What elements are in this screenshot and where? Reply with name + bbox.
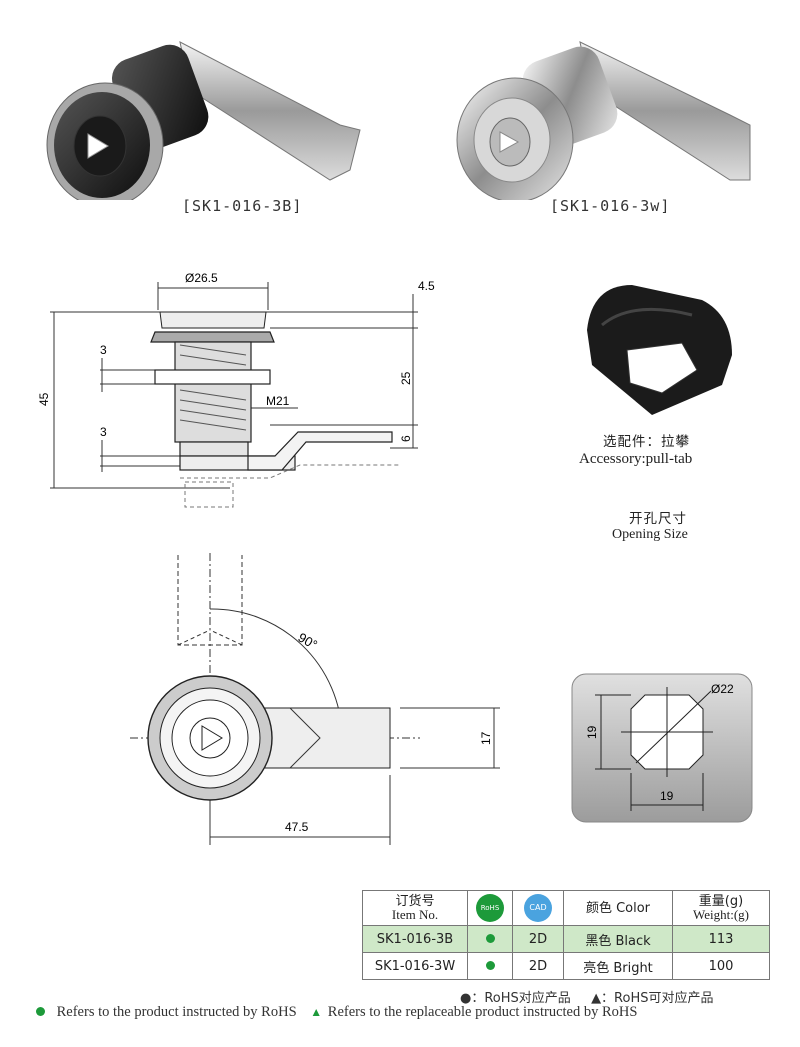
opening-width: 19	[660, 789, 674, 803]
dim-3-bottom: 3	[100, 425, 107, 439]
dim-3-top: 3	[100, 343, 107, 357]
header-weight-en: Weight:(g)	[693, 907, 749, 922]
row-cad: 2D	[512, 952, 564, 980]
footnote-en: Refers to the product instructed by RoHS…	[36, 1004, 637, 1021]
accessory-label-cn: 选配件：拉攀	[603, 434, 690, 450]
dim-4-5: 4.5	[418, 279, 435, 293]
row-item: SK1-016-3W	[362, 952, 468, 980]
opening-size-label-cn: 开孔尺寸	[629, 511, 687, 527]
opening-size-drawing: Ø22 19 19	[571, 673, 753, 823]
rohs-dot-icon	[485, 960, 495, 970]
dim-17: 17	[479, 731, 493, 745]
row-cad: 2D	[512, 925, 564, 953]
row-item: SK1-016-3B	[362, 925, 468, 953]
dim-6: 6	[399, 435, 413, 442]
dim-90-degrees: 90°	[296, 630, 321, 653]
footnote-en-tri: Refers to the replaceable product instru…	[327, 1004, 638, 1020]
table-header-row: 订货号 Item No. RoHS CAD 颜色 Color 重量(g) Wei…	[362, 890, 770, 926]
row-weight: 100	[672, 952, 770, 980]
opening-height: 19	[585, 725, 599, 739]
top-view-drawing: 90° 17 47.5	[130, 553, 500, 845]
product-photo-bright	[456, 41, 751, 200]
dim-m21: M21	[266, 394, 290, 408]
triangle-icon: ▲	[310, 1005, 323, 1019]
header-rohs: RoHS	[467, 890, 513, 926]
product-caption-black: [SK1-016-3B]	[182, 197, 303, 215]
product-photo-black	[46, 41, 361, 200]
header-weight: 重量(g) Weight:(g)	[672, 890, 770, 926]
product-caption-bright: [SK1-016-3w]	[550, 197, 671, 215]
footnote-cn-dot: ●：RoHS对应产品	[460, 991, 571, 1006]
row-weight: 113	[672, 925, 770, 953]
footnote-en-dot: Refers to the product instructed by RoHS	[56, 1004, 297, 1020]
opening-diameter: Ø22	[711, 682, 734, 696]
rohs-dot-icon	[485, 933, 495, 943]
side-view-drawing: Ø26.5 4.5 3 25 45 M21 3 6	[37, 271, 435, 508]
header-color: 颜色 Color	[563, 890, 673, 926]
header-item-en: Item No.	[391, 907, 439, 922]
dim-d26-5: Ø26.5	[185, 271, 218, 285]
row-rohs	[467, 925, 513, 953]
header-cad: CAD	[512, 890, 564, 926]
header-item-no: 订货号 Item No.	[362, 890, 468, 926]
dim-45: 45	[37, 392, 51, 406]
accessory-label-en: Accessory:pull-tab	[579, 451, 693, 467]
dim-47-5: 47.5	[285, 820, 309, 834]
rohs-badge-icon: RoHS	[476, 894, 504, 922]
footnote-cn-tri: ▲：RoHS可对应产品	[591, 991, 714, 1006]
header-item-cn: 订货号	[395, 894, 435, 909]
table-row: SK1-016-3W 2D 亮色 Bright 100	[362, 952, 770, 980]
pull-tab-accessory-photo	[587, 285, 732, 415]
dim-25: 25	[399, 371, 413, 385]
cad-badge-icon: CAD	[524, 894, 552, 922]
table-row: SK1-016-3B 2D 黑色 Black 113	[362, 925, 770, 953]
footnote-cn: ●：RoHS对应产品 ▲：RoHS可对应产品	[460, 987, 714, 1006]
row-color: 黑色 Black	[563, 925, 673, 953]
header-weight-cn: 重量(g)	[698, 894, 744, 909]
spec-table: 订货号 Item No. RoHS CAD 颜色 Color 重量(g) Wei…	[362, 890, 770, 980]
row-rohs	[467, 952, 513, 980]
opening-size-label-en: Opening Size	[612, 527, 688, 542]
rohs-dot-icon	[36, 1007, 45, 1016]
row-color: 亮色 Bright	[563, 952, 673, 980]
